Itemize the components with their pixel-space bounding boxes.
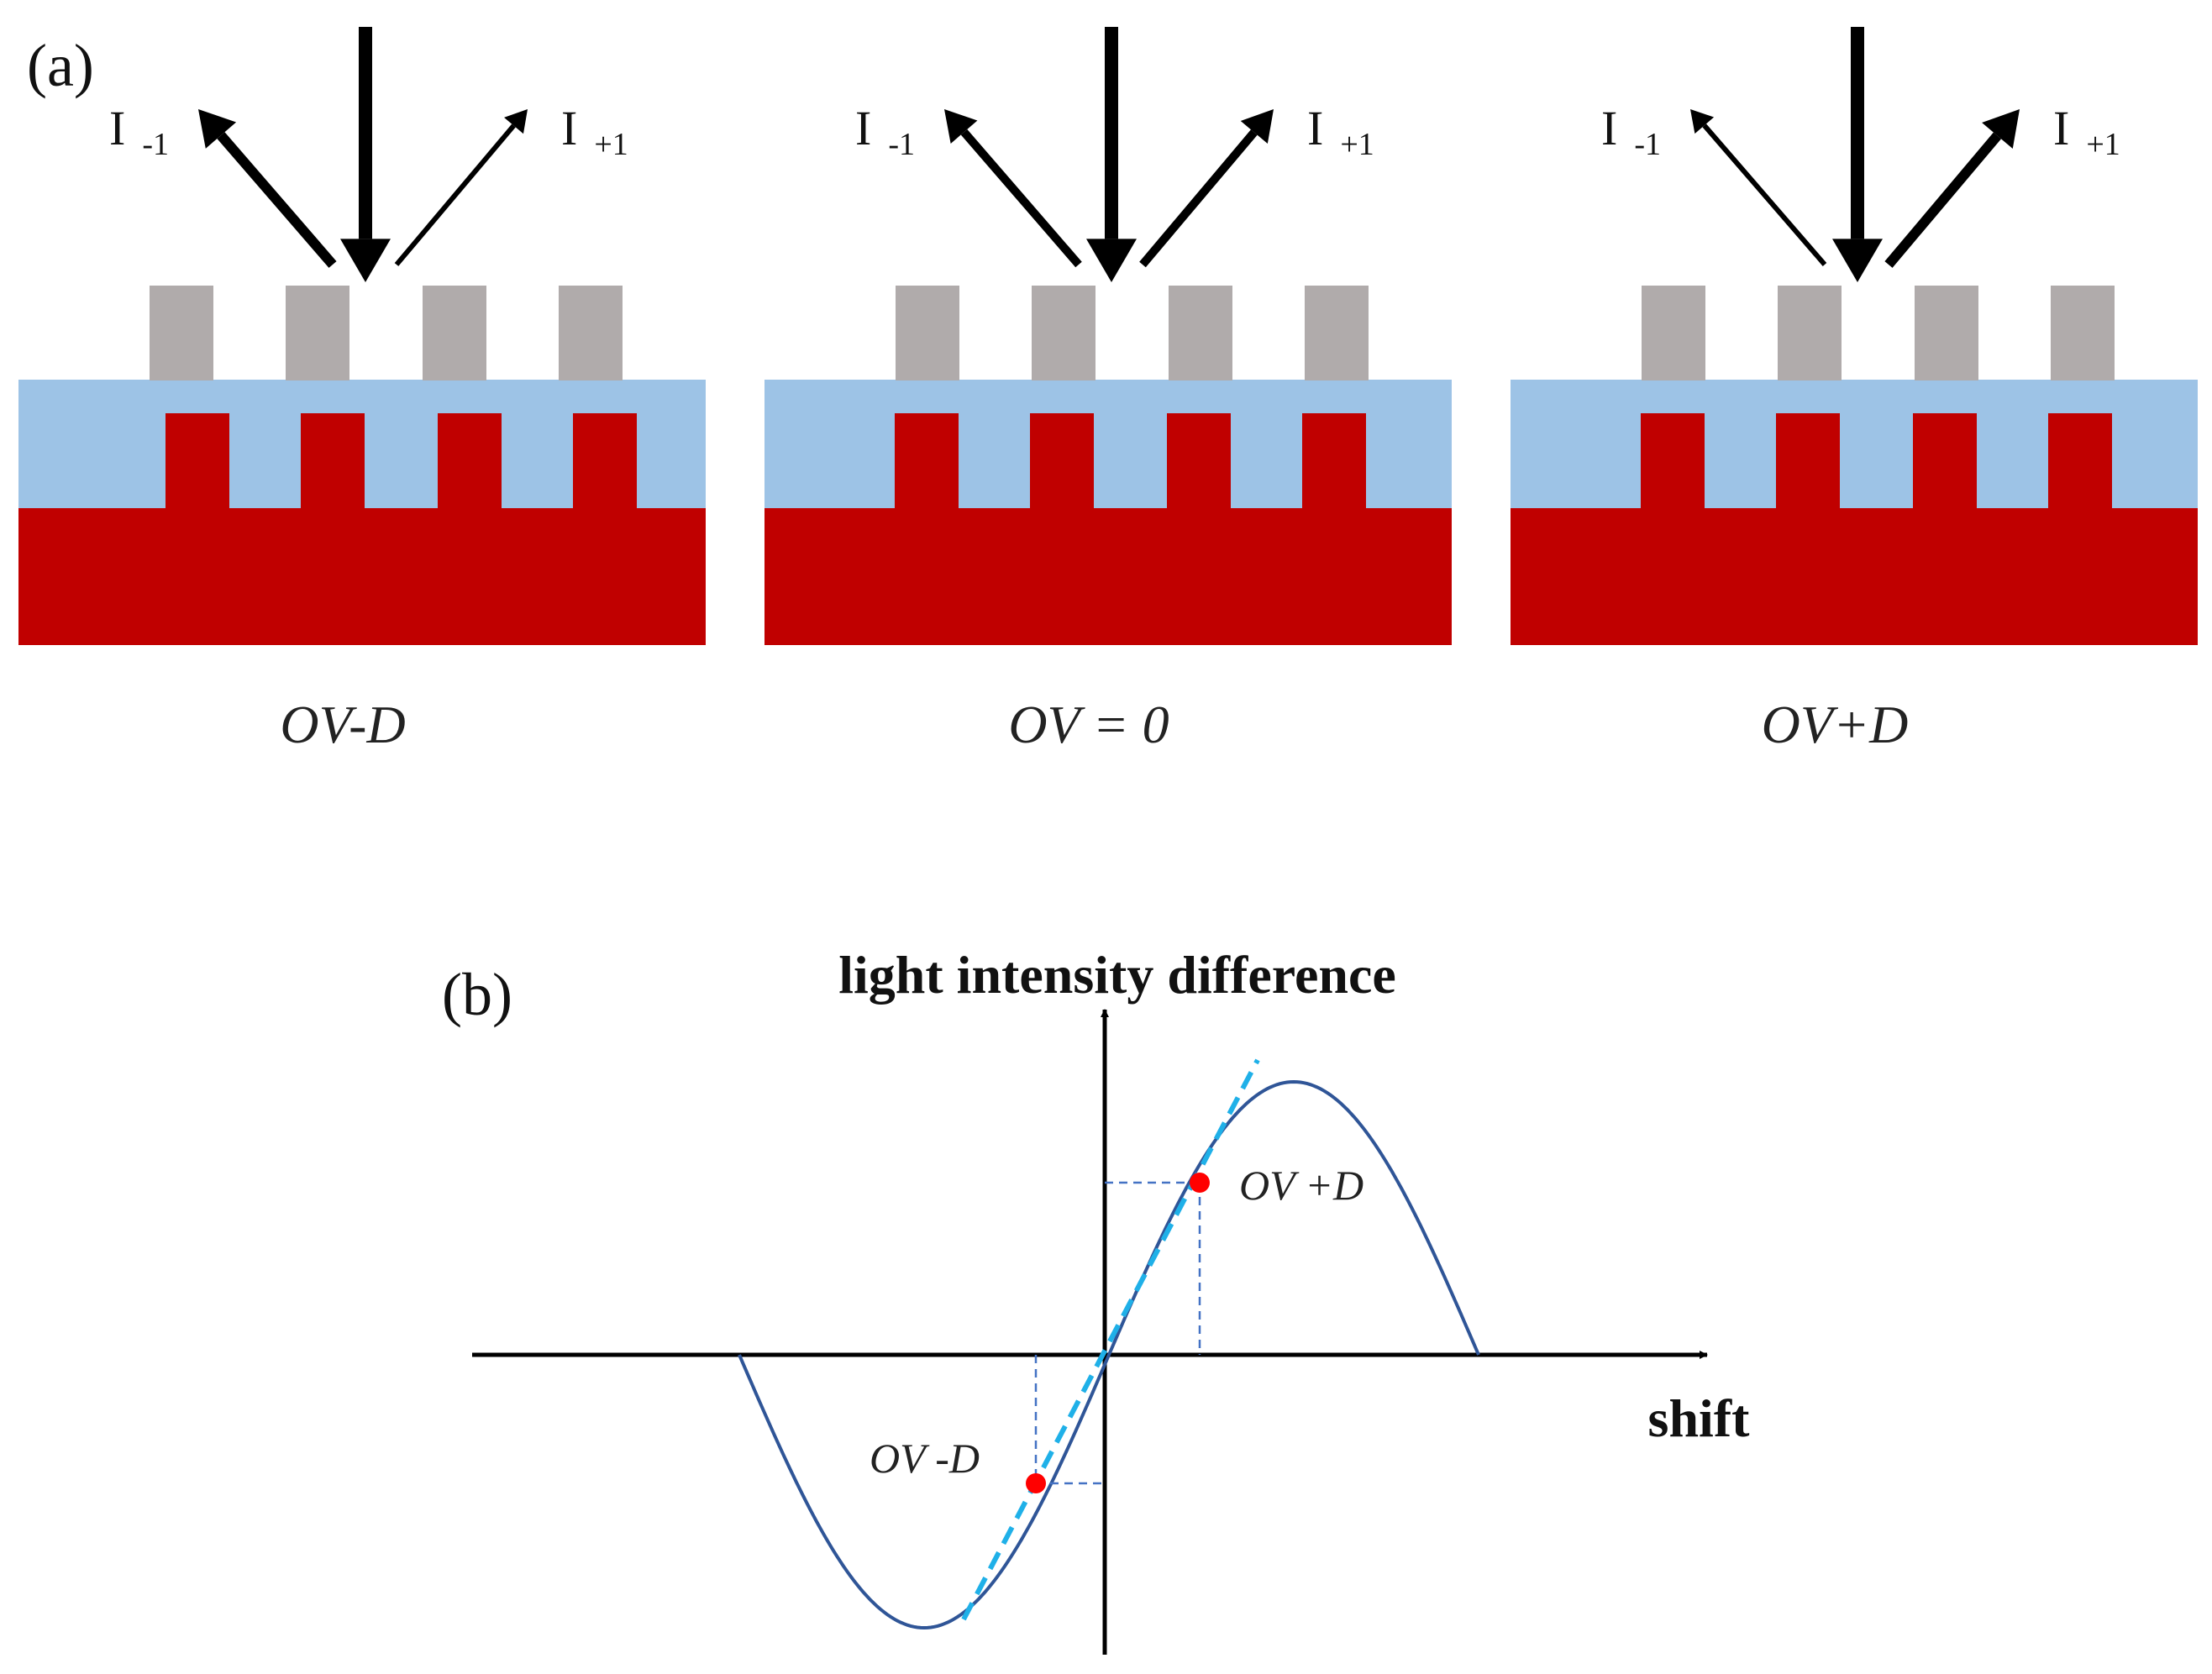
top-grating-line-1 [150,286,213,380]
order-minus-1-base: I [109,101,125,155]
panel-a-diagrams: I -1 I +1OV-D I -1 I +1 OV = 0 I -1 I +1OV+D [18,27,2198,754]
incident-beam-arrow [1832,27,1883,282]
bottom-grating-line-3 [1913,413,1977,511]
order-minus-1-base: I [1601,101,1617,155]
diffracted-minus-1-arrow [198,109,337,268]
diffracted-plus-1-arrow [1139,109,1274,268]
top-grating-line-1 [896,286,959,380]
order-minus-1-subscript: -1 [888,127,915,162]
diffracted-plus-1-arrow-head [1982,109,2020,149]
bottom-grating-line-2 [301,413,365,511]
diffracted-plus-1-arrow-head [1240,109,1274,144]
bottom-grating-line-3 [1167,413,1231,511]
order-minus-1-label: I -1 [855,101,915,162]
incident-beam-arrow-head [340,239,391,282]
bottom-grating-line-2 [1776,413,1840,511]
bottom-grating-line-3 [438,413,502,511]
point-ov-plus-d-label: OV +D [1239,1162,1363,1209]
point-ov-minus-d-label: OV -D [870,1435,980,1482]
bottom-grating-line-4 [1302,413,1366,511]
bottom-grating-line-4 [2048,413,2112,511]
top-grating-line-1 [1642,286,1705,380]
top-grating-line-2 [1778,286,1842,380]
response-curve [738,1079,1480,1630]
order-plus-1-base: I [1307,101,1323,155]
grating-case-2: I -1 I +1 OV = 0 [764,27,1452,754]
bottom-grating-line-1 [166,413,229,511]
diffracted-plus-1-arrow-shaft [1139,129,1258,268]
grating-case-1: I -1 I +1OV-D [18,27,706,754]
order-plus-1-base: I [561,101,577,155]
order-minus-1-base: I [855,101,871,155]
substrate [18,508,706,645]
diffracted-minus-1-arrow-head [944,109,978,144]
top-grating-line-2 [1032,286,1095,380]
linear-tangent-line [961,1058,1260,1621]
y-axis-title: light intensity difference [838,945,1396,1005]
case-caption: OV+D [1762,695,1909,754]
order-minus-1-subscript: -1 [1634,127,1661,162]
diffracted-plus-1-arrow-shaft [394,123,516,266]
diffracted-plus-1-arrow [1884,109,2020,268]
order-plus-1-subscript: +1 [1340,127,1374,162]
diffracted-plus-1-arrow-shaft [1884,132,2002,268]
grating-case-3: I -1 I +1OV+D [1511,27,2198,754]
bottom-grating-line-2 [1030,413,1094,511]
x-axis-title: shift [1648,1388,1751,1448]
bottom-grating-line-1 [1641,413,1705,511]
top-grating-line-2 [286,286,349,380]
guide-lines [1034,1181,1201,1485]
point-ov-plus-d [1190,1173,1210,1193]
diffracted-minus-1-arrow-shaft [217,132,337,268]
incident-beam-arrow-head [1832,239,1883,282]
order-minus-1-label: I -1 [1601,101,1661,162]
diffracted-minus-1-arrow-head [198,109,237,149]
bottom-grating-line-4 [573,413,637,511]
incident-beam-arrow [340,27,391,282]
top-grating-line-4 [1305,286,1369,380]
bottom-grating-line-1 [895,413,959,511]
top-grating-line-3 [1169,286,1232,380]
order-plus-1-base: I [2053,101,2069,155]
top-grating-line-3 [1915,286,1978,380]
incident-beam-arrow-head [1086,239,1137,282]
order-plus-1-label: I +1 [2053,101,2120,162]
diffracted-minus-1-arrow-shaft [1702,123,1827,266]
order-minus-1-label: I -1 [109,101,169,162]
incident-beam-arrow [1086,27,1137,282]
order-plus-1-label: I +1 [561,101,628,162]
diffracted-minus-1-arrow [944,109,1082,268]
panel-a-label: (a) [27,32,94,99]
top-grating-line-4 [559,286,623,380]
diffracted-minus-1-arrow [1690,109,1827,266]
case-caption: OV-D [280,695,405,754]
diffracted-minus-1-arrow-shaft [960,129,1082,268]
diffracted-minus-1-arrow-head [1690,109,1715,134]
top-grating-line-3 [423,286,486,380]
order-plus-1-subscript: +1 [594,127,628,162]
order-plus-1-label: I +1 [1307,101,1374,162]
panel-b-label: (b) [442,961,512,1028]
top-grating-line-4 [2051,286,2115,380]
case-caption: OV = 0 [1008,695,1169,754]
diffracted-plus-1-arrow [394,109,528,266]
diffracted-plus-1-arrow-head [504,109,528,134]
point-ov-minus-d [1026,1473,1046,1493]
order-minus-1-subscript: -1 [142,127,169,162]
substrate [764,508,1452,645]
order-plus-1-subscript: +1 [2086,127,2120,162]
substrate [1511,508,2198,645]
